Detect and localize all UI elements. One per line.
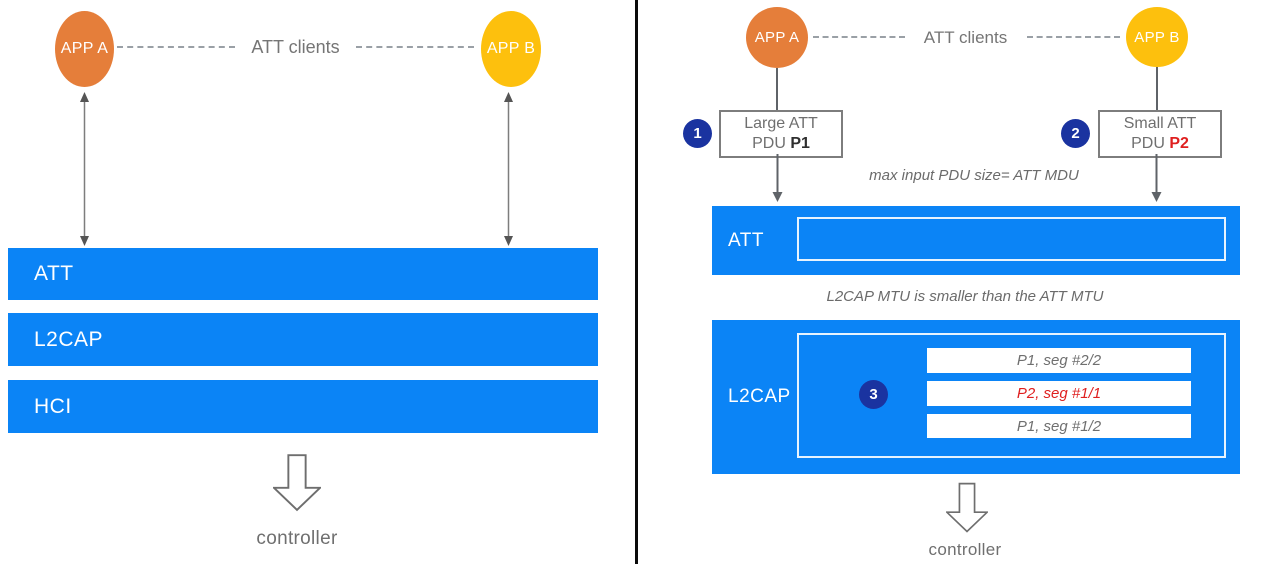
pdu-box-1-id: P1 bbox=[790, 135, 810, 152]
segment-label: P2, seg #1/1 bbox=[1016, 385, 1102, 402]
left-l2cap-layer-bar: L2CAP bbox=[8, 313, 598, 366]
step-2-badge: 2 bbox=[1061, 119, 1090, 148]
left-dashed-line-b bbox=[356, 46, 474, 48]
left-hci-layer-label: HCI bbox=[34, 394, 72, 418]
right-att-layer-label: ATT bbox=[728, 229, 764, 251]
app-a-connector-line bbox=[776, 68, 778, 110]
pdu-box-1-prefix: PDU bbox=[752, 135, 786, 152]
block-down-arrow-icon bbox=[273, 454, 321, 512]
left-app-a-node: APP A bbox=[55, 11, 114, 87]
left-app-b-node: APP B bbox=[481, 11, 541, 87]
right-dashed-line-a bbox=[813, 36, 905, 38]
segment-p1-2of2: P1, seg #2/2 bbox=[927, 348, 1191, 373]
panel-divider bbox=[635, 0, 638, 564]
double-arrow-icon bbox=[80, 92, 89, 246]
step-3-number: 3 bbox=[869, 386, 878, 403]
left-att-clients-label: ATT clients bbox=[251, 37, 340, 57]
l2cap-mtu-note: L2CAP MTU is smaller than the ATT MTU bbox=[826, 288, 1104, 305]
left-l2cap-layer-label: L2CAP bbox=[34, 327, 104, 351]
pdu-box-2-prefix: PDU bbox=[1131, 135, 1165, 152]
att-mtu-buffer-box bbox=[797, 217, 1226, 261]
left-att-layer-label: ATT bbox=[34, 262, 74, 285]
right-dashed-line-b bbox=[1027, 36, 1120, 38]
left-controller-label: controller bbox=[256, 528, 338, 549]
down-arrow-icon bbox=[772, 154, 783, 202]
pdu-box-1-line2: PDU P1 bbox=[752, 134, 810, 154]
left-app-a-label: APP A bbox=[60, 40, 109, 57]
pdu-box-1-line1: Large ATT bbox=[744, 115, 818, 132]
segment-label: P1, seg #1/2 bbox=[1016, 417, 1102, 435]
small-att-pdu-box: Small ATT PDU P2 bbox=[1098, 110, 1222, 158]
right-app-b-node: APP B bbox=[1126, 7, 1188, 67]
att-mdu-note: max input PDU size= ATT MDU bbox=[869, 167, 1079, 184]
large-att-pdu-box: Large ATT PDU P1 bbox=[719, 110, 843, 158]
pdu-box-2-line1: Small ATT bbox=[1123, 115, 1197, 132]
l2cap-buffer-box bbox=[797, 333, 1226, 458]
segment-label: P1, seg #2/2 bbox=[1016, 352, 1102, 369]
left-app-b-label: APP B bbox=[486, 40, 536, 57]
step-2-number: 2 bbox=[1071, 125, 1080, 142]
down-arrow-icon bbox=[1151, 154, 1162, 202]
right-att-layer-bar: ATT bbox=[712, 206, 1240, 275]
double-arrow-icon bbox=[504, 92, 513, 246]
left-att-layer-bar: ATT bbox=[8, 248, 598, 300]
app-b-connector-line bbox=[1156, 67, 1158, 110]
block-down-arrow-icon bbox=[946, 482, 988, 533]
step-1-badge: 1 bbox=[683, 119, 712, 148]
right-controller-label: controller bbox=[928, 540, 1002, 559]
left-dashed-line-a bbox=[117, 46, 235, 48]
left-hci-layer-bar: HCI bbox=[8, 380, 598, 433]
right-att-clients-label: ATT clients bbox=[923, 28, 1008, 47]
pdu-box-2-line2: PDU P2 bbox=[1131, 134, 1189, 154]
segment-p1-1of2: P1, seg #1/2 bbox=[927, 414, 1191, 438]
right-app-b-label: APP B bbox=[1134, 28, 1180, 46]
pdu-box-2-id: P2 bbox=[1169, 135, 1189, 152]
segment-p2-1of1: P2, seg #1/1 bbox=[927, 381, 1191, 406]
right-app-a-node: APP A bbox=[746, 7, 808, 68]
step-3-badge: 3 bbox=[859, 380, 888, 409]
step-1-number: 1 bbox=[693, 125, 702, 142]
right-app-a-label: APP A bbox=[754, 29, 800, 46]
right-l2cap-layer-label: L2CAP bbox=[728, 386, 791, 407]
